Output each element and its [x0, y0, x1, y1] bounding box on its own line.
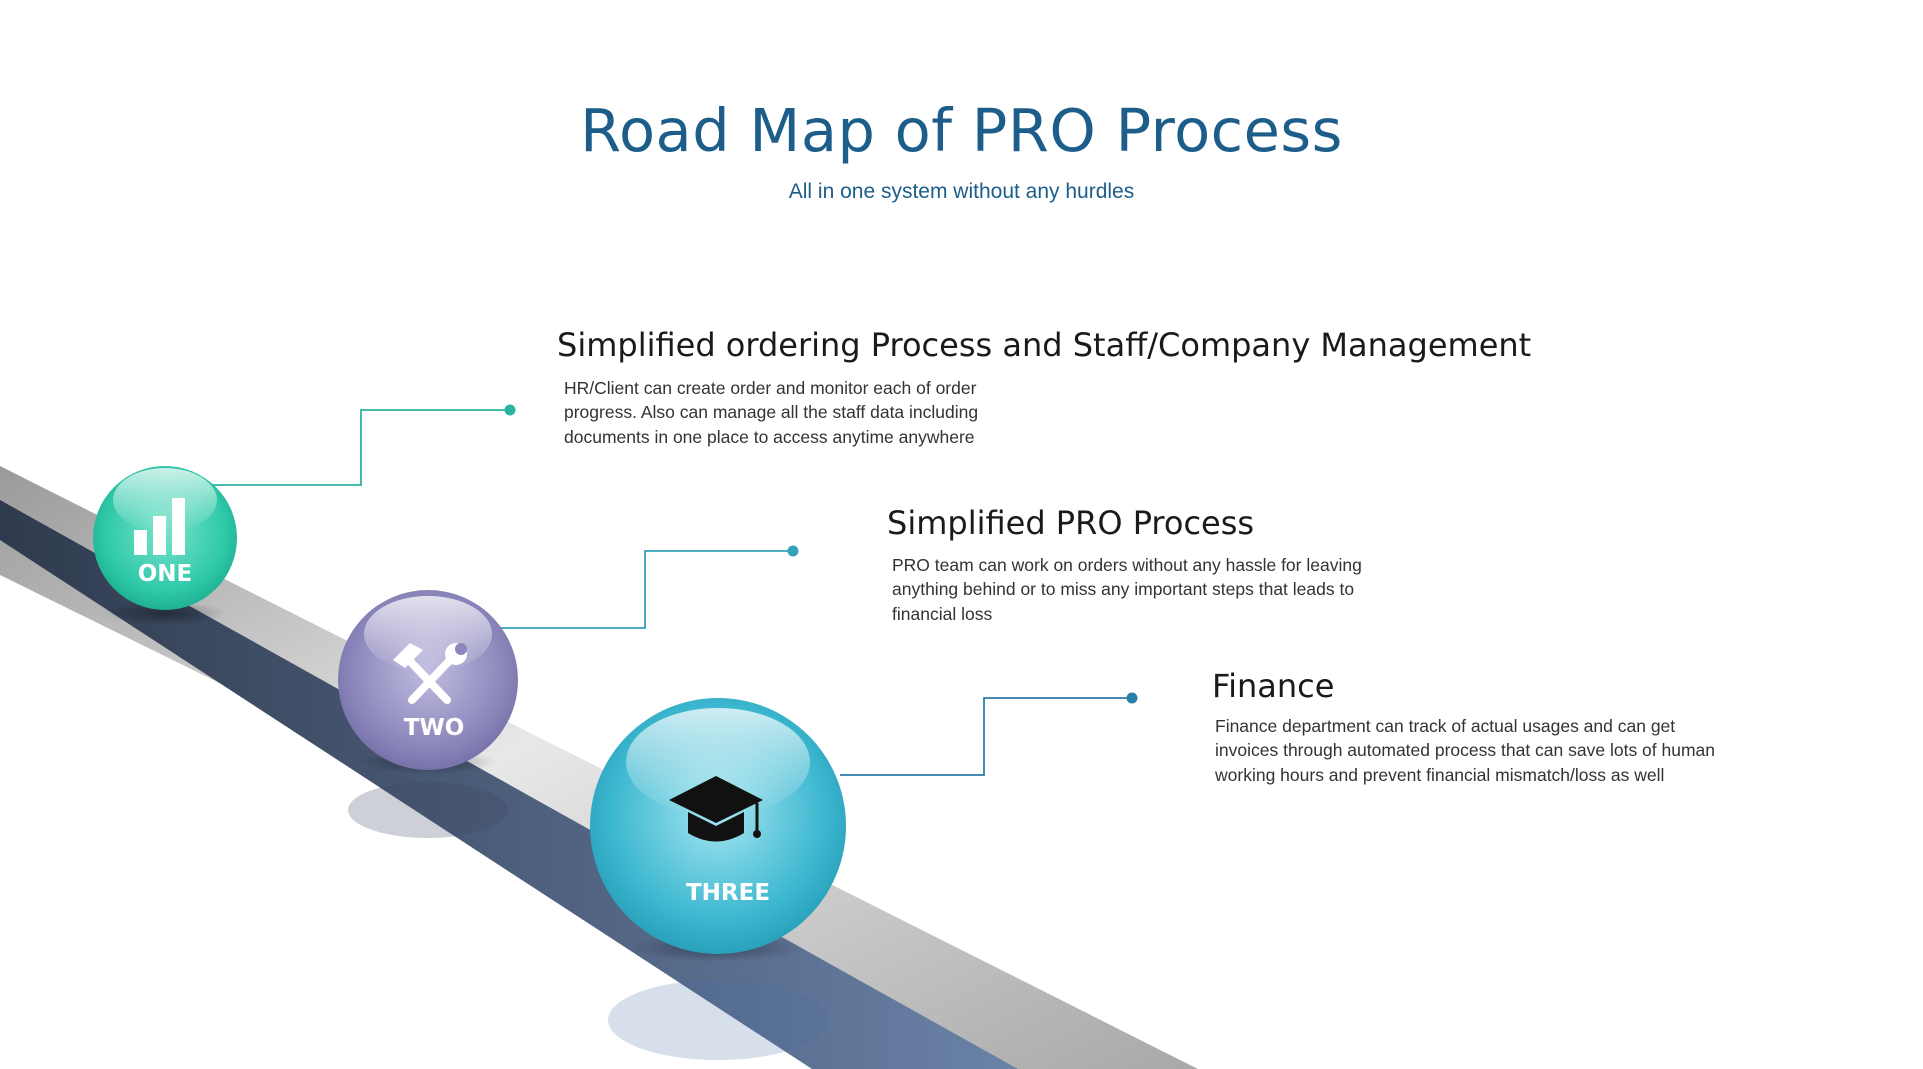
- step-two-description: PRO team can work on orders without any …: [892, 555, 1362, 624]
- orb-one: ONE: [93, 466, 237, 625]
- connector-two: [500, 545, 799, 629]
- page-title: Road Map of PRO Process: [580, 96, 1343, 165]
- step-one-description: HR/Client can create order and monitor e…: [564, 378, 979, 447]
- orb-two-label: TWO: [404, 715, 465, 741]
- graduation-cap-icon: [669, 776, 763, 842]
- step-two-title: Simplified PRO Process: [887, 504, 1255, 542]
- page-subtitle: All in one system without any hurdles: [788, 180, 1135, 203]
- step-three-description: Finance department can track of actual u…: [1215, 716, 1716, 785]
- hammer-wrench-icon: [393, 643, 467, 704]
- bar-chart-icon: [134, 498, 185, 555]
- step-three-title: Finance: [1212, 667, 1335, 705]
- connector-one: [200, 404, 516, 486]
- step-one-title: Simplified ordering Process and Staff/Co…: [557, 326, 1532, 364]
- orb-three: THREE: [590, 698, 846, 1060]
- orb-one-label: ONE: [138, 561, 193, 587]
- connector-three: [840, 692, 1138, 776]
- orb-two: TWO: [338, 590, 518, 838]
- orb-three-label: THREE: [686, 880, 770, 906]
